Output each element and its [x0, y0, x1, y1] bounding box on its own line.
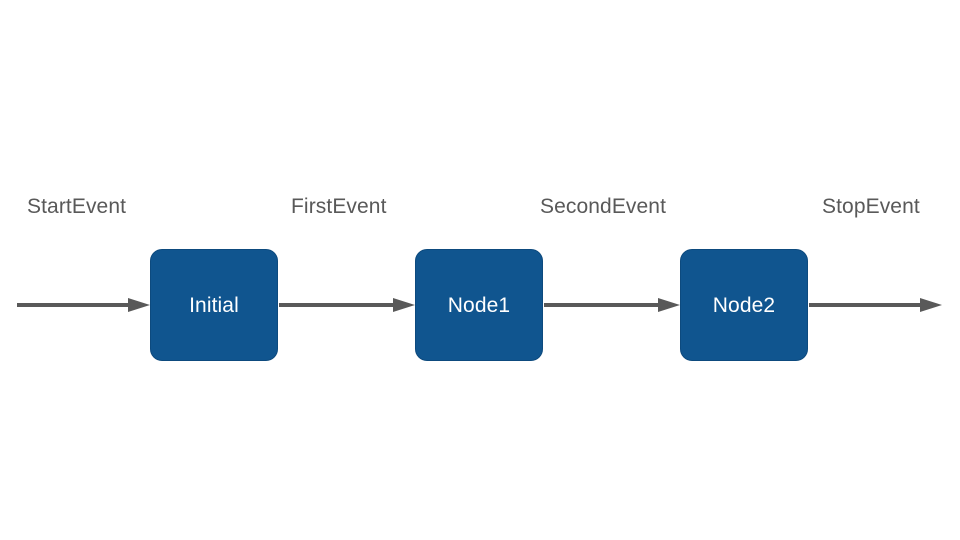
transition-arrow-first-event [279, 297, 415, 313]
transition-label-second-event: SecondEvent [540, 195, 667, 218]
state-node-node1[interactable]: Node1 [415, 249, 543, 361]
transition-arrow-start-event [17, 297, 150, 313]
transition-label-start-event: StartEvent [27, 195, 127, 218]
state-node-label-node2: Node2 [712, 293, 776, 317]
transition-arrow-second-event [544, 297, 680, 313]
transition-arrow-stop-event [809, 297, 942, 313]
state-node-initial[interactable]: Initial [150, 249, 278, 361]
transition-label-first-event: FirstEvent [291, 195, 387, 218]
transition-label-stop-event: StopEvent [822, 195, 920, 218]
state-node-label-node1: Node1 [447, 293, 511, 317]
state-node-node2[interactable]: Node2 [680, 249, 808, 361]
state-node-label-initial: Initial [189, 293, 239, 317]
